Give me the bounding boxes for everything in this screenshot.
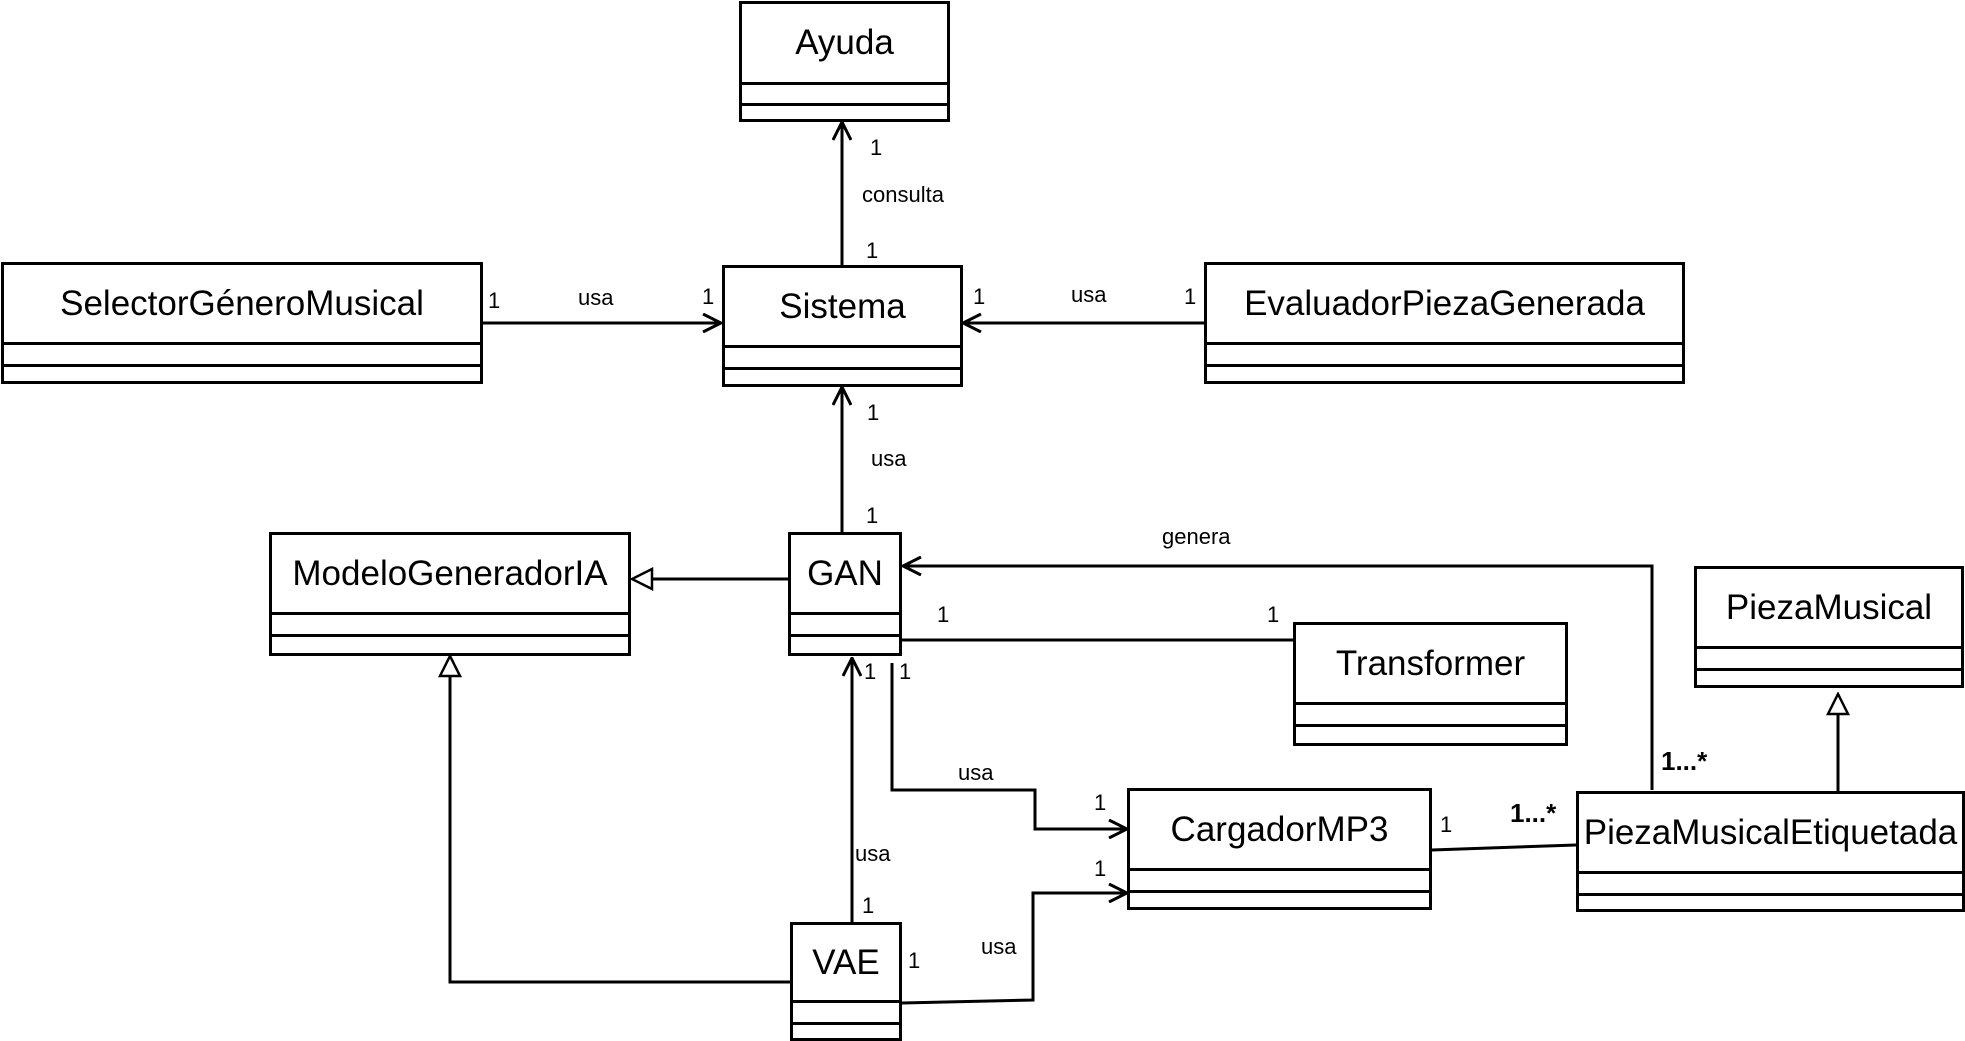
- edge-vae-usa-cargador: [901, 893, 1127, 1005]
- edge-cargador-pieza: [1432, 843, 1577, 850]
- class-pieza-musical-attributes: [1697, 649, 1961, 671]
- mult-vae-usa-cargador-source: 1: [908, 948, 921, 973]
- class-cargador-mp3: CargadorMP3: [1127, 788, 1432, 910]
- mult-consulta-ayuda: 1: [870, 135, 883, 160]
- class-modelo-attributes: [272, 615, 628, 637]
- mult-evaluador-usa-source: 1: [1184, 284, 1197, 309]
- class-pieza-musical: PiezaMusical: [1694, 566, 1964, 688]
- mult-evaluador-usa-target: 1: [973, 284, 986, 309]
- mult-cargador-pieza-cargador: 1: [1440, 812, 1453, 837]
- class-pieza-etiquetada-name: PiezaMusicalEtiquetada: [1579, 794, 1962, 874]
- class-selector-genero-musical: SelectorGéneroMusical: [1, 262, 483, 384]
- class-gan-attributes: [791, 615, 899, 637]
- class-vae-attributes: [793, 1003, 899, 1025]
- mult-gan-usa-cargador-source: 1: [899, 659, 912, 684]
- edge-gan-usa-cargador: [890, 663, 1127, 829]
- mult-cargador-pieza-pieza: 1...*: [1510, 798, 1557, 828]
- class-evaluador-attributes: [1207, 345, 1682, 367]
- label-vae-usa-cargador: usa: [981, 934, 1017, 959]
- class-vae: VAE: [790, 922, 902, 1041]
- class-sistema-name: Sistema: [725, 268, 960, 348]
- mult-vae-usa-cargador-target: 1: [1094, 856, 1107, 881]
- class-evaluador-name: EvaluadorPiezaGenerada: [1207, 265, 1682, 345]
- label-evaluador-usa: usa: [1071, 282, 1107, 307]
- class-pieza-etiquetada-attributes: [1579, 874, 1962, 896]
- mult-gan-usa-sistema-source: 1: [866, 503, 879, 528]
- edge-vae-inherits-modelo: [450, 656, 790, 984]
- label-gan-usa-sistema: usa: [871, 446, 907, 471]
- mult-gan-transformer-gan: 1: [937, 602, 950, 627]
- class-ayuda: Ayuda: [739, 1, 950, 122]
- class-selector-name: SelectorGéneroMusical: [4, 265, 480, 345]
- class-evaluador-pieza-generada: EvaluadorPiezaGenerada: [1204, 262, 1685, 384]
- class-modelo-generador-ia: ModeloGeneradorIA: [269, 532, 631, 656]
- label-selector-usa: usa: [578, 285, 614, 310]
- class-cargador-attributes: [1130, 871, 1429, 893]
- mult-selector-usa-target: 1: [702, 284, 715, 309]
- class-sistema-attributes: [725, 348, 960, 370]
- class-gan: GAN: [788, 532, 902, 656]
- edge-genera: [903, 566, 1654, 790]
- label-gan-usa-cargador: usa: [958, 760, 994, 785]
- class-transformer-attributes: [1296, 705, 1565, 727]
- class-pieza-musical-etiquetada: PiezaMusicalEtiquetada: [1576, 791, 1965, 912]
- mult-selector-usa-source: 1: [488, 288, 501, 313]
- class-cargador-name: CargadorMP3: [1130, 791, 1429, 871]
- class-pieza-musical-name: PiezaMusical: [1697, 569, 1961, 649]
- class-transformer: Transformer: [1293, 622, 1568, 746]
- mult-vae-usa-gan-source: 1: [862, 893, 875, 918]
- class-gan-name: GAN: [791, 535, 899, 615]
- label-consulta: consulta: [862, 182, 944, 207]
- class-transformer-name: Transformer: [1296, 625, 1565, 705]
- mult-genera-source: 1...*: [1661, 746, 1708, 776]
- mult-vae-usa-gan-target: 1: [864, 659, 877, 684]
- label-vae-usa-gan: usa: [855, 841, 891, 866]
- label-genera: genera: [1162, 524, 1231, 549]
- class-selector-attributes: [4, 345, 480, 367]
- mult-gan-usa-sistema-target: 1: [867, 400, 880, 425]
- class-vae-name: VAE: [793, 925, 899, 1003]
- class-ayuda-attributes: [742, 85, 947, 106]
- class-modelo-name: ModeloGeneradorIA: [272, 535, 628, 615]
- mult-gan-usa-cargador-target: 1: [1094, 790, 1107, 815]
- mult-consulta-sistema: 1: [866, 238, 879, 263]
- class-sistema: Sistema: [722, 265, 963, 387]
- mult-gan-transformer-transformer: 1: [1267, 602, 1280, 627]
- class-ayuda-name: Ayuda: [742, 4, 947, 85]
